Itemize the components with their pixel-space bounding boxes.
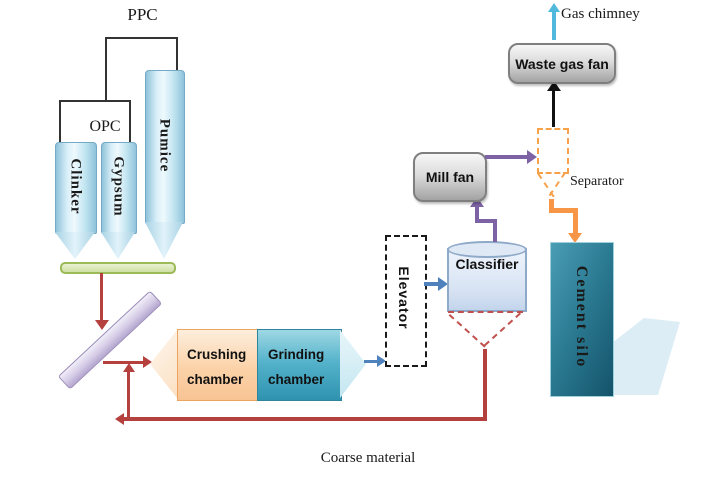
coarse-material-label: Coarse material [320, 450, 416, 466]
ppc-bracket-right-line [176, 37, 178, 71]
pumice-silo-funnel [145, 222, 183, 259]
mill-to-elevator-arrowhead [377, 355, 386, 367]
clinker-silo-funnel [55, 232, 95, 259]
mill-feed-arrowhead [143, 356, 152, 368]
product-line-v1 [549, 199, 554, 212]
product-line-v2 [573, 208, 578, 233]
clinker-silo-label: Clinker [67, 158, 84, 215]
product-arrowhead [568, 233, 582, 243]
elevator-to-classifier-arrowhead [438, 277, 448, 291]
grinding-chamber: Grinding chamber [257, 329, 342, 401]
product-line-h [549, 208, 578, 213]
classifier-funnel-left-dashed [448, 314, 486, 348]
elevator [385, 235, 427, 367]
elevator-label: Elevator [396, 266, 412, 330]
classifier-top-ellipse [447, 241, 527, 258]
recycle-vertical-line [483, 349, 487, 419]
gas-chimney-line [552, 12, 556, 40]
millfan-to-separator-arrowhead [527, 150, 537, 164]
waste-gas-fan: Waste gas fan [508, 43, 616, 84]
cement-silo [550, 242, 614, 397]
opc-bracket-right-line [129, 100, 131, 142]
grinding-chamber-label: Grinding chamber [268, 347, 325, 387]
ppc-label: PPC [127, 5, 158, 24]
gypsum-silo-funnel [101, 232, 135, 259]
crushing-chamber: Crushing chamber [177, 329, 259, 401]
gas-chimney-label: Gas chimney [561, 6, 640, 22]
separator-to-wastefan-line [552, 90, 555, 127]
crushing-chamber-label: Crushing chamber [187, 347, 247, 387]
cement-silo-shadow [612, 318, 680, 395]
separator-cone-right-dashed [548, 171, 566, 197]
recycle-bottom-line [124, 417, 487, 421]
classifier-funnel-right-dashed [483, 312, 521, 347]
opc-label: OPC [89, 118, 121, 135]
inclined-conveyor [57, 290, 163, 390]
mill-inlet-cone [150, 330, 177, 398]
gypsum-silo [101, 142, 137, 234]
pumice-silo-label: Pumice [156, 118, 173, 173]
classifier-label: Classifier [455, 256, 519, 272]
classifier-to-millfan-v1 [493, 219, 497, 242]
gypsum-silo-label: Gypsum [110, 156, 127, 217]
ppc-bracket-horizontal [106, 37, 178, 39]
mill-fan-label: Mill fan [425, 169, 475, 185]
gas-chimney-arrowhead [548, 3, 560, 12]
ppc-bracket-left-line [105, 37, 107, 101]
classifier-to-millfan-arrowhead [470, 197, 484, 207]
recycle-left-arrowhead [115, 413, 124, 425]
classifier-to-millfan-v2 [475, 206, 479, 221]
classifier-funnel-top-dashed [448, 311, 523, 313]
classifier-to-millfan-h [475, 219, 497, 223]
waste-gas-fan-label: Waste gas fan [515, 55, 609, 72]
mill-outlet-cone [340, 330, 366, 398]
mill-feed-line [103, 361, 143, 364]
separator [537, 128, 569, 174]
mill-fan: Mill fan [413, 152, 487, 202]
cement-silo-label: Cement silo [573, 265, 590, 369]
separator-label: Separator [570, 174, 624, 189]
opc-bracket-horizontal [59, 100, 131, 102]
feeder-belt [60, 262, 176, 274]
separator-to-wastefan-arrowhead [547, 81, 561, 91]
feed-down-line [100, 273, 103, 320]
clinker-silo [55, 142, 97, 234]
elevator-to-classifier-line [424, 282, 438, 286]
millfan-to-separator-line [485, 155, 527, 159]
feed-down-arrowhead [95, 320, 109, 330]
mill-to-elevator-line [364, 360, 377, 363]
recycle-riser-line [127, 372, 130, 419]
recycle-up-arrowhead [123, 363, 135, 372]
opc-bracket-left-line [59, 100, 61, 142]
